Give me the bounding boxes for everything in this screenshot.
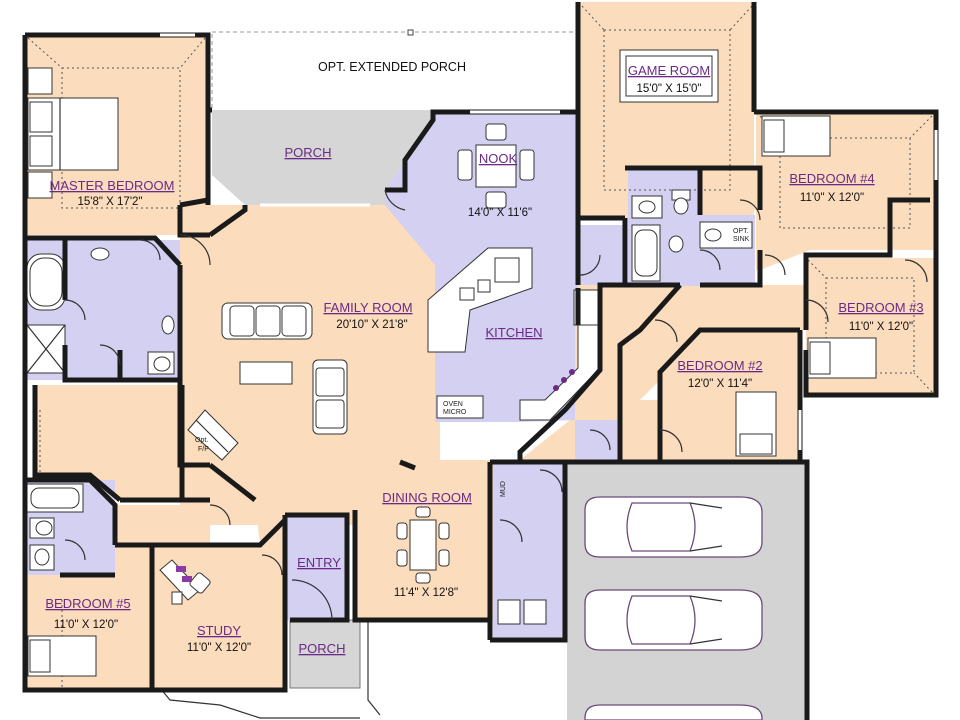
- doors: [64, 189, 928, 621]
- study-label: STUDY: [197, 623, 241, 638]
- coffee-table: [239, 361, 293, 385]
- opt-sink-label: OPT.: [733, 228, 749, 235]
- oven-micro: OVEN MICRO: [436, 395, 484, 419]
- bedroom2-bed: [735, 391, 777, 457]
- opt-sink-label-2: SINK: [733, 236, 750, 243]
- bedroom4-dims: 11'0" X 12'0": [800, 192, 864, 204]
- nook-table: [457, 123, 535, 209]
- sofa: [221, 302, 313, 340]
- loveseat: [312, 359, 348, 435]
- bedroom2-label: BEDROOM #2: [677, 358, 762, 373]
- study-dims: 11'0" X 12'0": [187, 642, 251, 654]
- bedroom5-label: BEDROOM #5: [45, 596, 130, 611]
- windows: [160, 33, 938, 450]
- fireplace-label: Opt.: [195, 437, 208, 444]
- fireplace-label-2: F/P: [198, 446, 209, 453]
- outdoor-areas: [159, 29, 577, 719]
- master-bath-fixtures: [26, 247, 175, 375]
- kitchen-label: KITCHEN: [485, 325, 542, 340]
- bath5-fixtures: [26, 483, 84, 571]
- master-bedroom-dims: 15'8" X 17'2": [78, 196, 143, 208]
- bedroom3-bed: [807, 337, 877, 379]
- master-bed: [27, 67, 119, 199]
- pool-table: [619, 49, 719, 103]
- study-desk: [159, 559, 211, 605]
- nook-label: NOOK: [479, 151, 518, 166]
- labels: OPT. EXTENDED PORCH PORCH GAME ROOM 15'0…: [45, 60, 923, 656]
- dining-room-dims: 11'4" X 12'8": [394, 587, 458, 599]
- oven-label: OVEN: [443, 401, 463, 408]
- game-room-label: GAME ROOM: [628, 63, 710, 78]
- bedroom2-dims: 12'0" X 11'4": [688, 378, 752, 390]
- extended-porch-label: OPT. EXTENDED PORCH: [318, 60, 466, 74]
- fireplace: Opt. F/P: [187, 409, 239, 461]
- bedroom4-bed: [761, 115, 831, 157]
- game-room-dims: 15'0" X 15'0": [637, 83, 702, 95]
- extended-porch-area: [211, 31, 577, 113]
- nook-dims: 14'0" X 11'6": [468, 207, 532, 219]
- garage: [567, 463, 807, 720]
- entry-label: ENTRY: [297, 555, 341, 570]
- bedroom3-label: BEDROOM #3: [838, 300, 923, 315]
- rear-porch-area: [212, 110, 433, 205]
- bedroom5-bed: [27, 635, 97, 677]
- family-room-label: FAMILY ROOM: [323, 300, 412, 315]
- master-bedroom-label: MASTER BEDROOM: [50, 178, 175, 193]
- family-room-dims: 20'10" X 21'8": [336, 319, 407, 331]
- furniture: OVEN MICRO Opt. F/P: [26, 49, 877, 677]
- bedroom5-dims: 11'0" X 12'0": [54, 619, 118, 631]
- dining-room-label: DINING ROOM: [382, 490, 472, 505]
- bedroom3-dims: 11'0" X 12'0": [849, 321, 913, 333]
- laundry-fixtures: MUD: [497, 481, 547, 625]
- rear-porch-label: PORCH: [285, 145, 332, 160]
- kitchen-island: [427, 247, 533, 353]
- walls: [22, 2, 939, 720]
- car-2: [584, 589, 763, 651]
- bath2-fixtures: OPT. SINK: [631, 189, 753, 282]
- dining-table: [396, 506, 450, 584]
- mud-label: MUD: [500, 481, 507, 497]
- car-3: [584, 704, 763, 720]
- car-1: [584, 496, 763, 558]
- bedroom4-label: BEDROOM #4: [789, 171, 874, 186]
- micro-label: MICRO: [443, 409, 467, 416]
- front-porch-label: PORCH: [299, 641, 346, 656]
